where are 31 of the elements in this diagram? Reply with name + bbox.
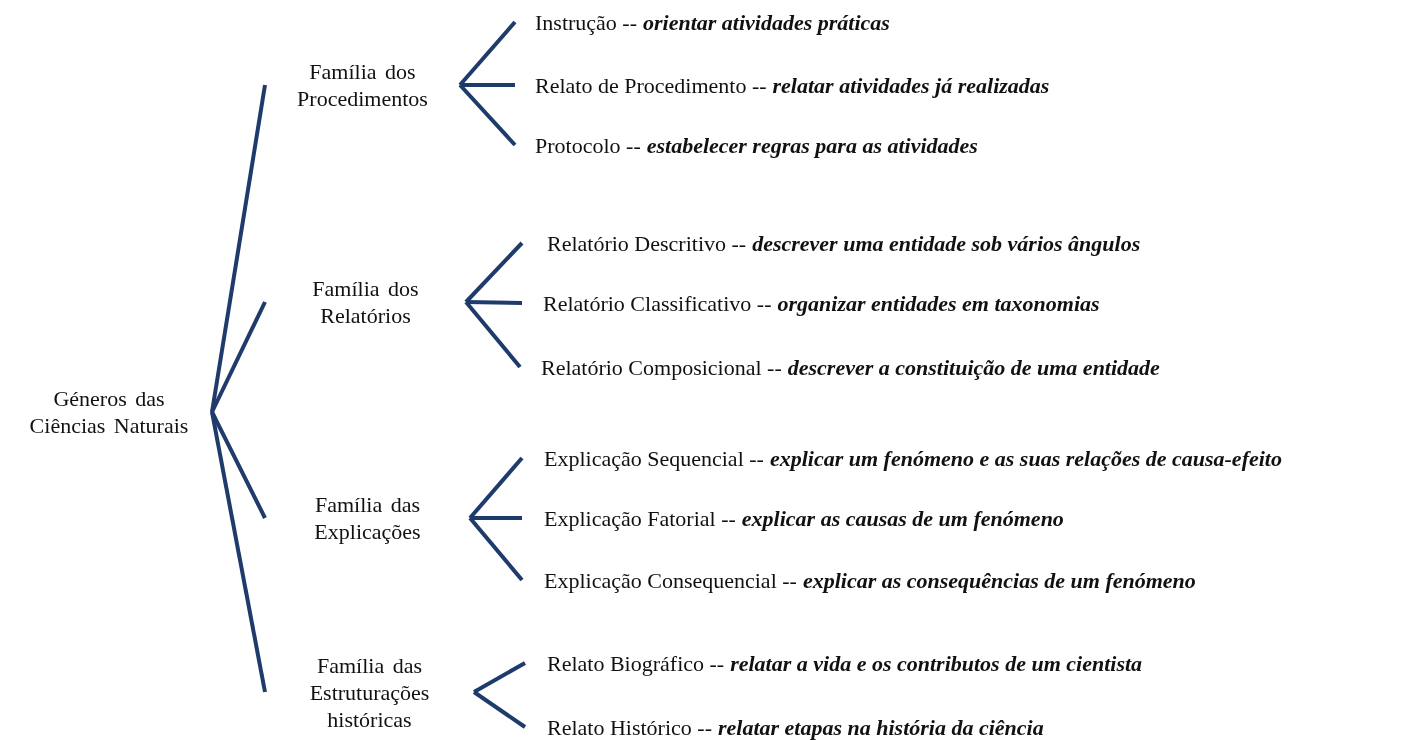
connector-line [210,301,267,413]
connector-line [472,690,527,729]
genre-label: Protocolo -- estabelecer regras para as atividades [515,130,978,160]
genre-label: Relato de Procedimento -- relatar atividades já realizadas [515,70,1050,100]
connector-line [210,411,267,519]
connector-line [210,84,267,413]
connector-line [470,516,522,520]
genre-label: Explicação Consequencial -- explicar as consequências de um fenómeno [522,565,1196,595]
connector-line [464,241,524,304]
connector-line [468,456,524,520]
connector-line [465,300,523,305]
connector-line [210,411,267,693]
genre-label: Instrução -- orientar atividades práticas [515,7,890,37]
connector-line [473,661,526,694]
connector-line [464,300,522,369]
genre-label: Relatório Classificativo -- organizar entidades em taxonomias [522,288,1100,318]
connector-line [460,83,515,87]
genre-label: Relatório Composicional -- descrever a constituição de uma entidade [520,352,1160,382]
category-label: Família dos Relatórios [265,272,466,332]
genre-label: Relato Biográfico -- relatar a vida e os contributos de um cientista [525,648,1143,678]
genre-label: Explicação Fatorial -- explicar as causas de um fenómeno [522,503,1064,533]
category-label: Família das Explicações [265,488,470,548]
connector-line [458,20,517,87]
category-label: Família das Estruturações históricas [265,647,474,737]
genre-label: Explicação Sequencial -- explicar um fenómeno e as suas relações de causa-efeito [522,443,1282,473]
connector-line [468,516,524,582]
genre-label: Relato Histórico -- relatar etapas na história da ciência [525,712,1044,740]
connector-line [458,83,517,147]
root-label: Géneros das Ciências Naturais [6,382,212,442]
genre-label: Relatório Descritivo -- descrever uma entidade sob vários ângulos [522,228,1141,258]
category-label: Família dos Procedimentos [265,55,460,115]
